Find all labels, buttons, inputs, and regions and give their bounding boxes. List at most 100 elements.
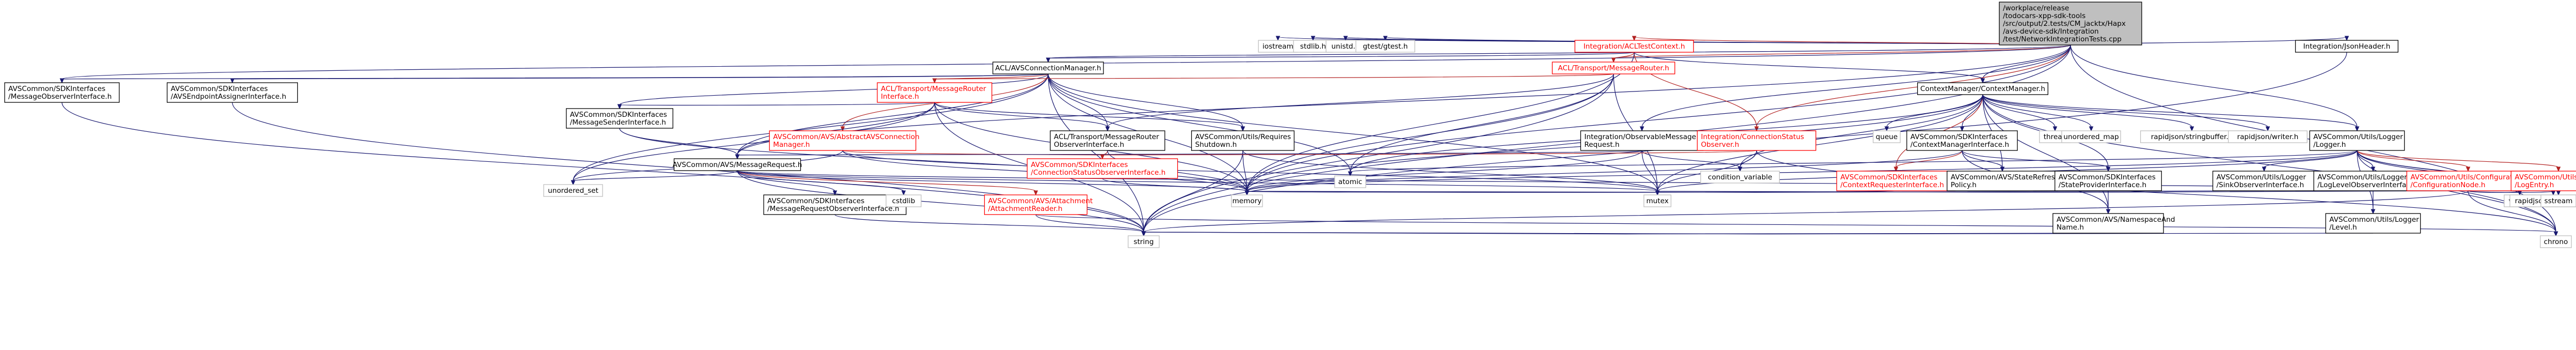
node-box xyxy=(763,194,907,215)
edge-message-sender-iface-to-message-request xyxy=(619,128,740,160)
node-label-line: AVSCommon/Utils/Logger xyxy=(2515,173,2576,181)
node-transport-message-router[interactable]: ACL/Transport/MessageRouter.h xyxy=(1552,62,1676,74)
edge-arrowhead xyxy=(1980,78,1985,84)
node-connection-status-observer-iface[interactable]: AVSCommon/SDKInterfaces/ConnectionStatus… xyxy=(1026,158,1178,179)
node-context-requester-iface[interactable]: AVSCommon/SDKInterfaces/ContextRequester… xyxy=(1836,171,1956,191)
node-box xyxy=(877,82,992,103)
node-label-line: /MessageSenderInterface.h xyxy=(570,118,666,127)
edge-arrowhead xyxy=(2556,166,2561,172)
edge-arrowhead xyxy=(571,180,576,186)
edge-line xyxy=(1982,94,2092,128)
node-connection-status-observer[interactable]: Integration/ConnectionStatusObserver.h xyxy=(1697,130,1816,151)
node-box xyxy=(984,194,1088,215)
node-label-line: rapidjson/stringbuffer.h xyxy=(2151,133,2233,141)
edge-line xyxy=(934,73,1614,80)
edge-arrowhead xyxy=(2354,126,2360,132)
node-box xyxy=(1917,82,2048,95)
node-box xyxy=(2052,213,2164,234)
node-context-manager[interactable]: ContextManager/ContextManager.h xyxy=(1917,82,2048,95)
node-log-entry[interactable]: AVSCommon/Utils/Logger/LogEntry.h xyxy=(2510,171,2576,191)
node-abstract-avs-connection-manager[interactable]: AVSCommon/AVS/AbstractAVSConnectionManag… xyxy=(769,130,920,151)
node-endpoint-assigner-iface[interactable]: AVSCommon/SDKInterfaces/AVSEndpointAssig… xyxy=(166,82,298,103)
edge-arrowhead xyxy=(59,78,65,84)
edge-arrowhead xyxy=(932,78,937,84)
node-message-request-observer-iface[interactable]: AVSCommon/SDKInterfaces/MessageRequestOb… xyxy=(763,194,907,215)
node-rapidjson-stringbuffer: rapidjson/stringbuffer.h xyxy=(2140,130,2244,143)
edge-message-request-to-attachment-reader xyxy=(737,170,1038,196)
edge-line xyxy=(1756,150,2556,233)
node-box xyxy=(2212,171,2316,191)
node-attachment-reader[interactable]: AVSCommon/AVS/Attachment/AttachmentReade… xyxy=(984,194,1093,215)
edge-arrowhead xyxy=(2551,190,2556,196)
node-label-line: Interface.h xyxy=(881,93,919,101)
node-label-line: /AttachmentReader.h xyxy=(988,205,1063,213)
node-box xyxy=(2309,130,2405,151)
node-message-request[interactable]: AVSCommon/AVS/MessageRequest.h xyxy=(673,158,802,171)
node-label-line: atomic xyxy=(1338,178,1362,186)
edge-arrowhead xyxy=(1893,166,1899,172)
node-iostream: iostream xyxy=(1258,40,1298,53)
edge-arrowhead xyxy=(1639,126,1645,132)
edge-line xyxy=(737,170,1144,233)
edge-line xyxy=(1246,44,2071,192)
node-sink-observer-iface[interactable]: AVSCommon/Utils/Logger/SinkObserverInter… xyxy=(2212,171,2316,191)
edge-message-request-to-unordered-set xyxy=(571,170,738,186)
edge-context-manager-to-utils-logger xyxy=(1982,94,2360,132)
edge-arrowhead xyxy=(735,154,740,160)
node-label-line: Integration/ConnectionStatus xyxy=(1701,133,1804,141)
edge-arrowhead xyxy=(1105,126,1110,132)
node-root[interactable]: /workplace/release/todocars-xpp-sdk-tool… xyxy=(1999,2,2142,45)
node-label-line: ContextManager/ContextManager.h xyxy=(1920,85,2045,93)
graph-edges xyxy=(59,36,2561,237)
edge-line xyxy=(737,150,1642,156)
node-label-line: Integration/ObservableMessage xyxy=(1584,133,1696,141)
node-label-line: AVSCommon/SDKInterfaces xyxy=(2059,173,2156,181)
edge-arrowhead xyxy=(2265,126,2270,132)
node-state-provider-iface[interactable]: AVSCommon/SDKInterfaces/StateProviderInt… xyxy=(2055,171,2162,191)
node-box xyxy=(1947,171,2058,191)
node-json-header[interactable]: Integration/JsonHeader.h xyxy=(2295,40,2399,53)
node-context-manager-iface[interactable]: AVSCommon/SDKInterfaces/ContextManagerIn… xyxy=(1906,130,2018,151)
node-box xyxy=(1574,40,1694,53)
node-box xyxy=(1697,130,1816,151)
node-label-line: Integration/JsonHeader.h xyxy=(2303,42,2391,51)
node-label-line: ACL/Transport/MessageRouter xyxy=(881,85,986,93)
graph-nodes: /workplace/release/todocars-xpp-sdk-tool… xyxy=(4,2,2576,248)
node-label-line: /ConnectionStatusObserverInterface.h xyxy=(1031,169,1165,177)
node-label-line: AVSCommon/SDKInterfaces xyxy=(8,85,105,93)
edge-transport-message-router-to-atomic xyxy=(1348,73,1614,177)
edge-line xyxy=(1048,73,1658,192)
node-box xyxy=(2540,235,2572,248)
node-message-router-observer-iface[interactable]: ACL/Transport/MessageRouterObserverInter… xyxy=(1050,130,1165,151)
node-queue: queue xyxy=(1873,130,1901,143)
edge-line xyxy=(1982,94,2268,128)
node-box xyxy=(992,62,1104,74)
node-acl-test-context[interactable]: Integration/ACLTestContext.h xyxy=(1574,40,1694,53)
edge-line xyxy=(934,102,1108,128)
node-logger-level[interactable]: AVSCommon/Utils/Logger/Level.h xyxy=(2325,213,2421,234)
edge-acl-test-context-to-avs-connection-manager xyxy=(1046,52,1635,63)
node-configuration-node[interactable]: AVSCommon/Utils/Configuration/Configurat… xyxy=(2406,171,2530,191)
node-label-line: gtest/gtest.h xyxy=(1363,42,1408,51)
node-message-observer-iface[interactable]: AVSCommon/SDKInterfaces/MessageObserverI… xyxy=(4,82,120,103)
edge-transport-message-router-to-message-router-iface xyxy=(932,73,1614,84)
node-message-sender-iface[interactable]: AVSCommon/SDKInterfaces/MessageSenderInt… xyxy=(566,108,673,129)
node-label-line: AVSCommon/SDKInterfaces xyxy=(1910,133,2008,141)
edge-line xyxy=(1246,73,1614,192)
node-utils-logger[interactable]: AVSCommon/Utils/Logger/Logger.h xyxy=(2309,130,2405,151)
node-avs-connection-manager[interactable]: ACL/AVSConnectionManager.h xyxy=(992,62,1104,74)
node-box xyxy=(1191,130,1295,151)
edge-log-entry-to-sstream xyxy=(2556,190,2561,196)
edge-avs-connection-manager-to-message-router-observer-iface xyxy=(1048,73,1110,132)
edge-line xyxy=(573,102,935,181)
node-label-line: Policy.h xyxy=(1951,181,1977,189)
node-label-line: AVSCommon/Utils/Logger xyxy=(2313,133,2403,141)
edge-arrowhead xyxy=(1959,126,1965,132)
node-label-line: /ContextManagerInterface.h xyxy=(1910,141,2009,149)
node-label-line: AVSCommon/Utils/Configuration xyxy=(2410,173,2523,181)
